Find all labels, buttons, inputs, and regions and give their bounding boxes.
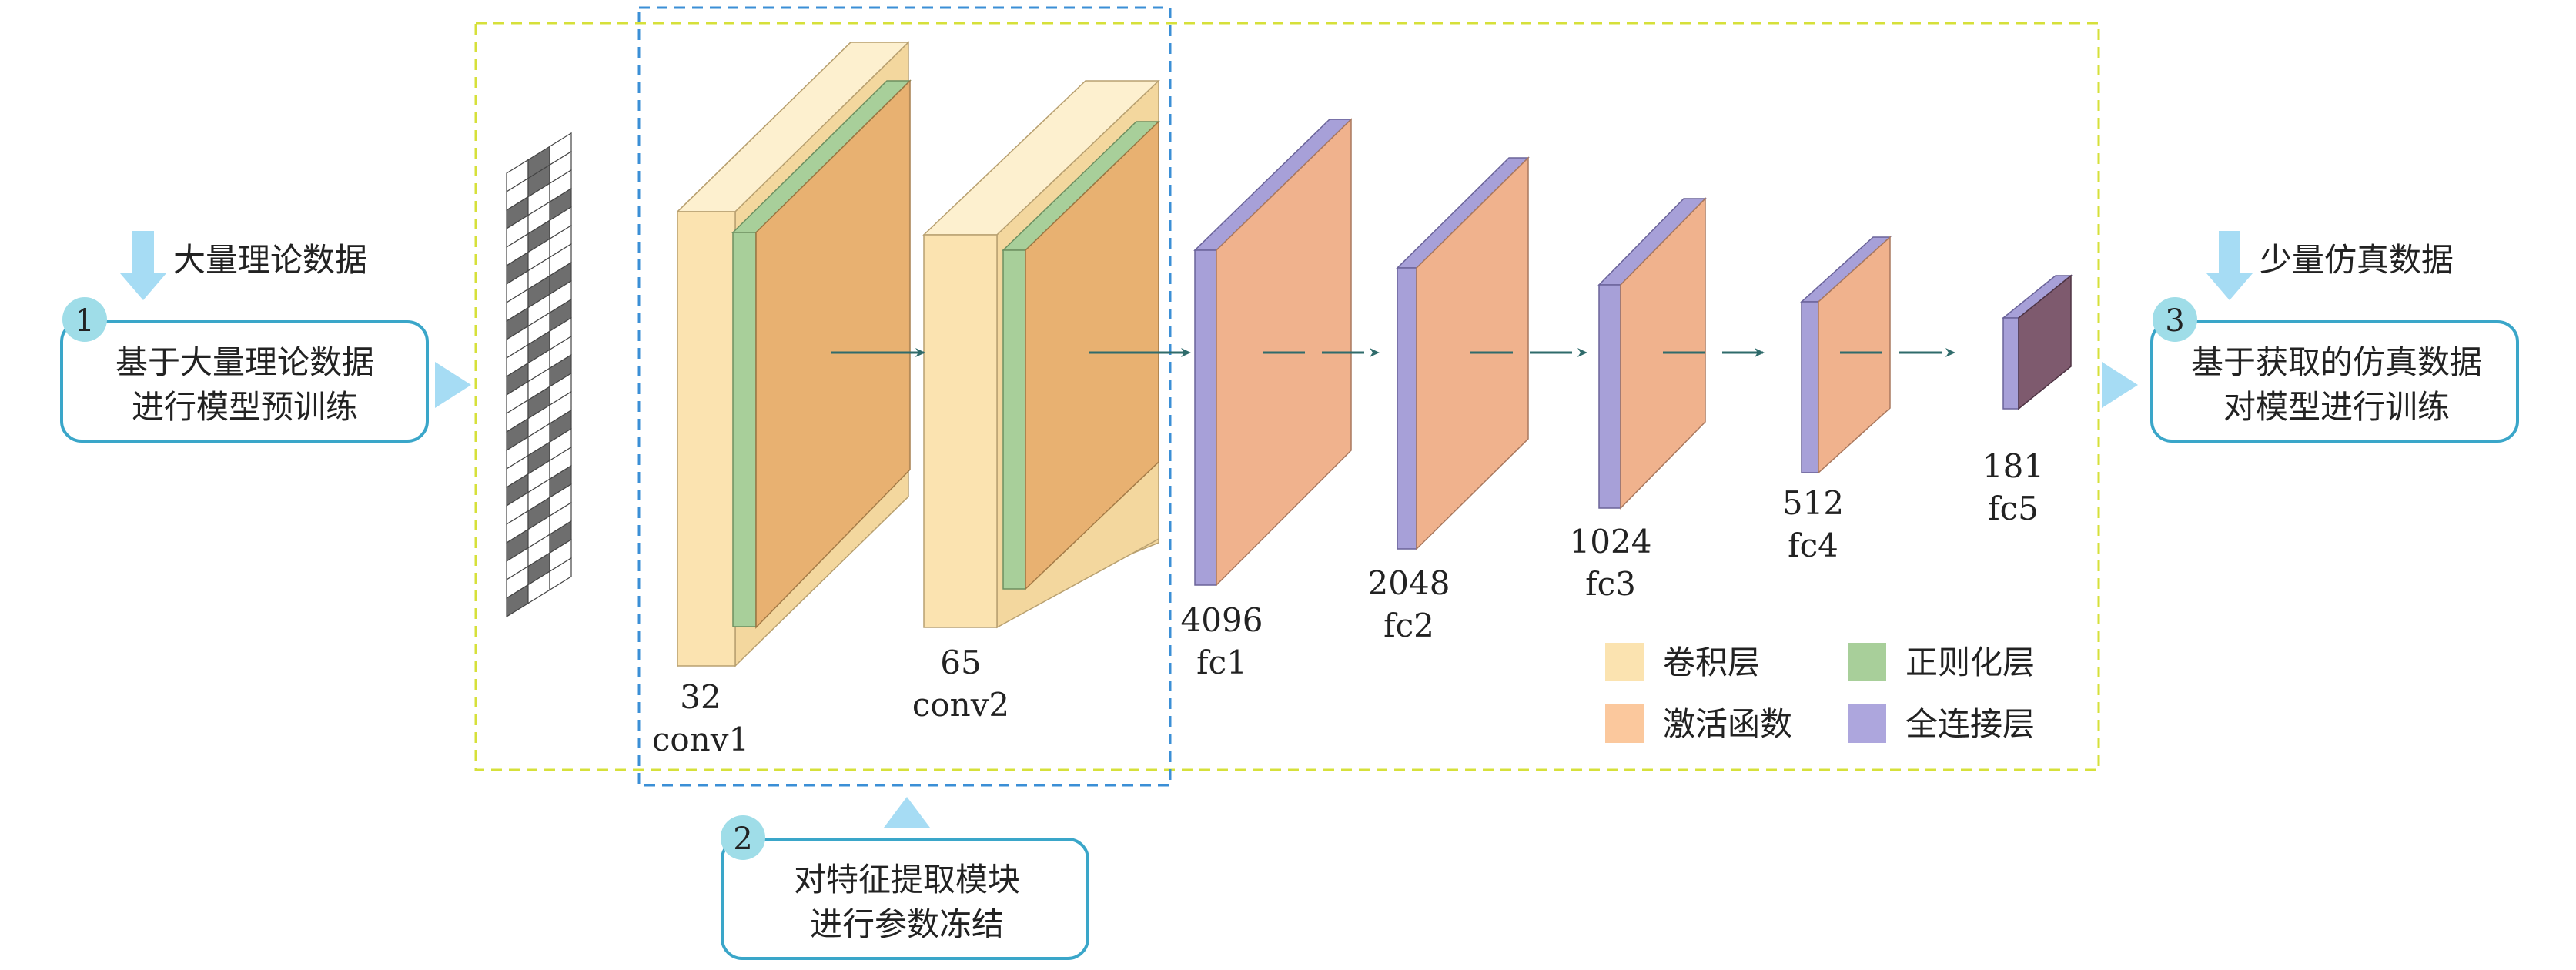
fc2-size-label: 2048: [1368, 564, 1450, 602]
up-arrow-icon: [884, 797, 930, 828]
fc2-fc-layer: [1397, 267, 1417, 550]
step3-line1: 基于获取的仿真数据: [2191, 343, 2482, 381]
fc4-size-label: 512: [1782, 484, 1844, 522]
conv1-norm-front: [732, 232, 757, 627]
step2-badge: [721, 815, 765, 860]
conv2-name-label: conv2: [912, 686, 1009, 724]
legend-swatch-conv: [1605, 643, 1644, 681]
legend-label-conv: 卷积层: [1663, 644, 1760, 681]
fc1-name-label: fc1: [1196, 644, 1247, 681]
legend-swatch-activation: [1605, 704, 1644, 743]
fc5-fc-layer: [2002, 317, 2019, 410]
input-left: 大量理论数据: [120, 231, 367, 300]
step2-line2: 进行参数冻结: [810, 905, 1004, 943]
fc4-name-label: fc4: [1788, 527, 1838, 564]
right-arrow-icon: [2102, 362, 2138, 408]
down-arrow-icon: [2206, 231, 2253, 300]
input-left-label: 大量理论数据: [173, 241, 367, 279]
layer-conv2: [922, 79, 1160, 629]
input-right-label: 少量仿真数据: [2260, 241, 2454, 279]
layer-conv1: [676, 41, 912, 667]
fc5-size-label: 181: [1982, 447, 2044, 485]
fc4-activation-layer: [1818, 236, 1891, 474]
feature-extraction-frame: [637, 6, 1172, 787]
step2-line1: 对特征提取模块: [794, 861, 1020, 898]
grid-cell: [549, 557, 572, 591]
layer-fc5: [2001, 274, 2073, 410]
step2-frame: [721, 838, 1089, 960]
fc4-fc-layer: [1801, 301, 1819, 473]
step3-frame: [2150, 320, 2519, 443]
fc3-size-label: 1024: [1570, 523, 1652, 560]
legend-swatch-fc: [1848, 704, 1886, 743]
conv1-conv-front: [677, 211, 736, 667]
conv1-activation-layer: [755, 79, 911, 629]
down-arrow-icon: [120, 231, 166, 300]
fc1-size-label: 4096: [1181, 601, 1263, 639]
fc3-name-label: fc3: [1585, 565, 1636, 603]
legend-label-activation: 激活函数: [1663, 705, 1792, 743]
step2-box: 2 对特征提取模块 进行参数冻结: [721, 797, 1089, 960]
conv2-size-label: 65: [940, 644, 981, 681]
fc3-fc-layer: [1598, 284, 1621, 509]
fc5-name-label: fc5: [1988, 490, 2039, 527]
step1-badge-number: 1: [75, 303, 94, 339]
step1-box: 1 基于大量理论数据 进行模型预训练: [60, 297, 471, 443]
step2-badge-number: 2: [733, 821, 752, 857]
conv1-name-label: conv1: [652, 721, 749, 758]
input-data-grid: [506, 132, 572, 618]
fc5-output-layer: [2018, 274, 2072, 410]
step3-badge: [2153, 297, 2197, 342]
step3-line2: 对模型进行训练: [2223, 388, 2450, 426]
conv2-conv-front: [923, 234, 998, 628]
step1-badge: [62, 297, 107, 342]
legend-label-norm: 正则化层: [1905, 644, 2035, 681]
layer-fc4: [1800, 236, 1892, 474]
step1-line2: 进行模型预训练: [132, 388, 358, 426]
right-arrow-icon: [435, 362, 471, 408]
fc2-name-label: fc2: [1383, 607, 1434, 644]
step3-box: 3 基于获取的仿真数据 对模型进行训练: [2102, 297, 2519, 443]
conv2-norm-layer: [1002, 249, 1026, 590]
model-frame: [474, 22, 2100, 771]
legend-label-fc: 全连接层: [1905, 705, 2035, 743]
layer-fc3: [1597, 197, 1707, 510]
step3-badge-number: 3: [2165, 303, 2184, 339]
input-right: 少量仿真数据: [2206, 231, 2454, 300]
legend-swatch-norm: [1848, 643, 1886, 681]
legend: 卷积层 正则化层 激活函数 全连接层: [1605, 643, 2035, 743]
step1-frame: [60, 320, 429, 443]
fc1-fc-layer: [1194, 249, 1217, 586]
conv2-activation-layer: [1025, 120, 1159, 590]
step1-line1: 基于大量理论数据: [115, 343, 374, 381]
conv1-size-label: 32: [680, 678, 721, 716]
